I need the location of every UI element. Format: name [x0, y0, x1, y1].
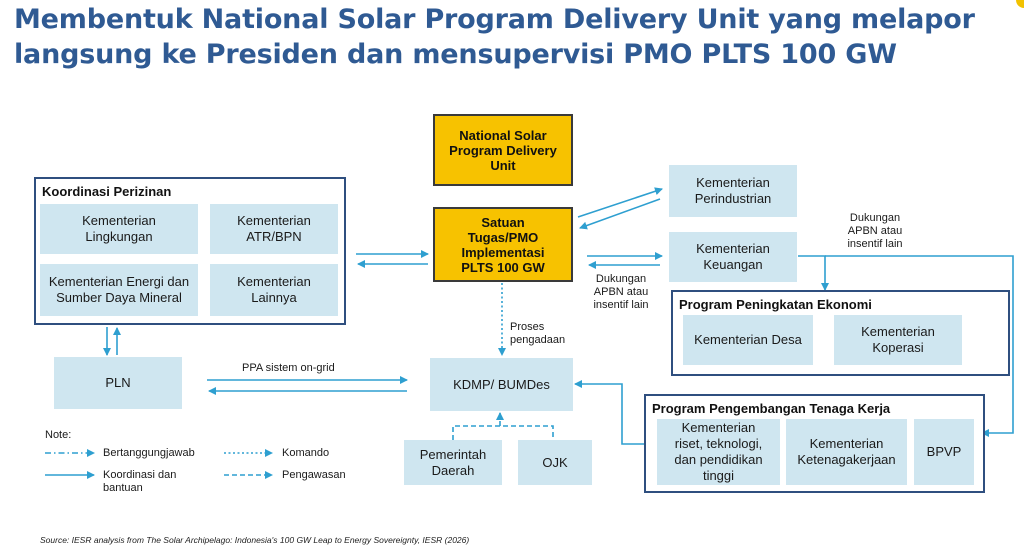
node-pln: PLN [54, 357, 182, 409]
node-kementerian-koperasi: Kementerian Koperasi [834, 315, 962, 365]
title-line-1: Membentuk National Solar Program Deliver… [14, 4, 975, 35]
group-peningkatan-ekonomi-title: Program Peningkatan Ekonomi [679, 297, 872, 312]
corner-accent [1016, 0, 1024, 8]
node-kdmp-bumdes: KDMP/ BUMDes [430, 358, 573, 411]
group-koordinasi-perizinan-title: Koordinasi Perizinan [42, 184, 172, 199]
arrow-pemda-to-kdmp [452, 425, 554, 440]
node-kementerian-ristek: Kementerian riset, teknologi, dan pendid… [657, 419, 780, 485]
node-kementerian-atr-bpn: Kementerian ATR/BPN [210, 204, 338, 254]
node-kementerian-keuangan: Kementerian Keuangan [669, 232, 797, 282]
arrow-tenagakerja-to-kdmp [574, 380, 644, 445]
node-satuan-tugas: Satuan Tugas/PMO Implementasi PLTS 100 G… [433, 207, 573, 282]
node-bpvp: BPVP [914, 419, 974, 485]
node-delivery-unit: National Solar Program Delivery Unit [433, 114, 573, 186]
group-tenaga-kerja-title: Program Pengembangan Tenaga Kerja [652, 401, 891, 416]
node-pemerintah-daerah: Pemerintah Daerah [404, 440, 502, 485]
arrow-keuangan-to-ekonomi [798, 255, 829, 291]
source-note: Source: IESR analysis from The Solar Arc… [40, 535, 470, 545]
label-dukungan-apbn-right: Dukungan APBN atau insentif lain [847, 212, 903, 250]
node-kementerian-ketenagakerjaan: Kementerian Ketenagakerjaan [786, 419, 907, 485]
arrow-keuangan-to-bpvp [825, 255, 1014, 437]
label-dukungan-apbn-mid: Dukungan APBN atau insentif lain [593, 273, 649, 311]
node-kementerian-esdm: Kementerian Energi dan Sumber Daya Miner… [40, 264, 198, 316]
node-kementerian-desa: Kementerian Desa [683, 315, 813, 365]
page-title: Membentuk National Solar Program Deliver… [14, 2, 1014, 72]
legend-koordinasi-bantuan: Koordinasi dan bantuan [103, 469, 177, 494]
arrow-perindustrian-to-satuan [579, 198, 661, 230]
legend-heading: Note: [45, 429, 72, 441]
legend-bertanggungjawab: Bertanggungjawab [103, 447, 195, 459]
node-kementerian-perindustrian: Kementerian Perindustrian [669, 165, 797, 217]
node-kementerian-lingkungan: Kementerian Lingkungan [40, 204, 198, 254]
label-proses-pengadaan: Proses pengadaan [510, 321, 566, 346]
node-ojk: OJK [518, 440, 592, 485]
label-ppa-on-grid: PPA sistem on-grid [242, 362, 335, 374]
legend-komando: Komando [282, 447, 330, 459]
legend-pengawasan: Pengawasan [282, 469, 346, 481]
arrow-satuan-to-perindustrian [577, 187, 663, 218]
title-line-2: langsung ke Presiden dan mensupervisi PM… [14, 39, 897, 70]
node-kementerian-lainnya: Kementerian Lainnya [210, 264, 338, 316]
